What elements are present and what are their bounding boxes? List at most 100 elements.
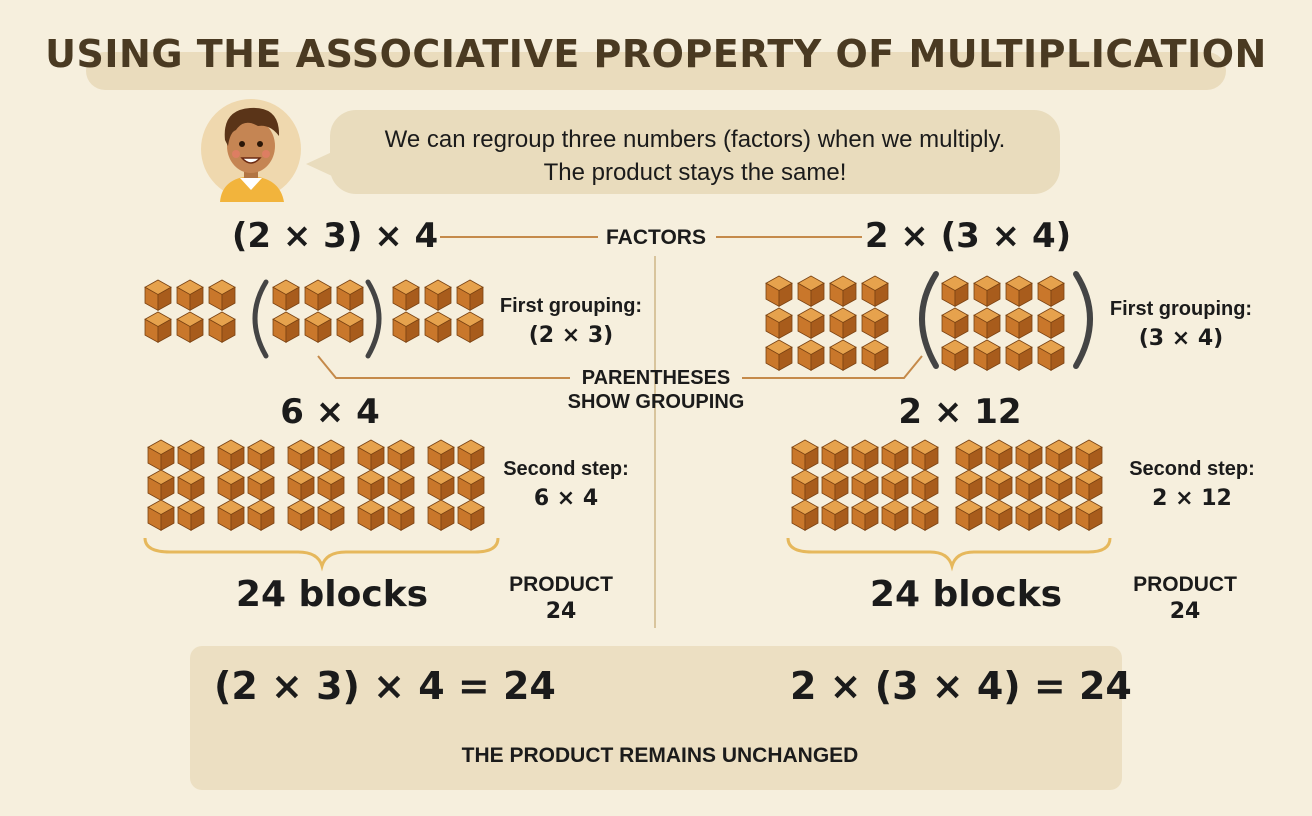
cube-block-icon xyxy=(176,279,204,312)
cube-block-icon xyxy=(217,469,245,502)
cube-block-icon xyxy=(177,439,205,472)
cube-block-icon xyxy=(861,307,889,340)
speech-line-2: The product stays the same! xyxy=(543,159,847,186)
cube-block-icon xyxy=(791,439,819,472)
cube-block-icon xyxy=(427,469,455,502)
speech-bubble-tail xyxy=(306,152,332,176)
cube-block-icon xyxy=(985,439,1013,472)
cube-block-icon xyxy=(357,499,385,532)
cube-block-icon xyxy=(287,469,315,502)
cube-block-icon xyxy=(821,499,849,532)
cube-block-icon xyxy=(1045,499,1073,532)
cube-block-icon xyxy=(829,339,857,372)
cube-block-icon xyxy=(247,439,275,472)
cube-block-icon xyxy=(797,307,825,340)
left-product-label: PRODUCT xyxy=(509,573,613,596)
right-first-grouping: First grouping: (3 × 4) xyxy=(1106,294,1256,354)
parentheses-label-line-2: SHOW GROUPING xyxy=(567,391,745,413)
cube-block-icon xyxy=(1075,439,1103,472)
speech-bubble xyxy=(330,110,1060,194)
right-blocks-label: 24 blocks xyxy=(869,574,1063,615)
cube-block-icon xyxy=(147,499,175,532)
cube-block-icon xyxy=(336,279,364,312)
cube-block-icon xyxy=(208,279,236,312)
left-product: PRODUCT 24 xyxy=(496,571,626,625)
cube-block-icon xyxy=(427,499,455,532)
cube-block-icon xyxy=(147,469,175,502)
left-open-paren xyxy=(252,279,269,359)
cube-block-icon xyxy=(851,439,879,472)
right-first-grouping-value: (3 × 4) xyxy=(1138,326,1224,351)
cube-block-icon xyxy=(217,439,245,472)
cube-block-icon xyxy=(985,469,1013,502)
cube-block-icon xyxy=(1037,339,1065,372)
cube-block-icon xyxy=(765,275,793,308)
right-close-paren xyxy=(1073,271,1093,369)
cube-block-icon xyxy=(1015,499,1043,532)
right-second-step-label: Second step: xyxy=(1129,458,1255,480)
cube-block-icon xyxy=(973,275,1001,308)
cube-block-icon xyxy=(1075,469,1103,502)
cube-block-icon xyxy=(955,469,983,502)
right-equation: 2 × (3 × 4) = 24 xyxy=(790,664,1132,708)
cube-block-icon xyxy=(797,275,825,308)
cube-block-icon xyxy=(456,311,484,344)
left-equation: (2 × 3) × 4 = 24 xyxy=(214,664,556,708)
cube-block-icon xyxy=(392,311,420,344)
cube-block-icon xyxy=(973,307,1001,340)
cube-block-icon xyxy=(317,439,345,472)
left-second-expression: 6 × 4 xyxy=(280,392,380,432)
parentheses-line-right xyxy=(742,355,923,379)
cube-block-icon xyxy=(941,307,969,340)
cube-block-icon xyxy=(387,469,415,502)
cube-block-icon xyxy=(247,469,275,502)
cube-block-icon xyxy=(317,499,345,532)
parentheses-label-line-1: PARENTHESES xyxy=(581,367,731,389)
cube-block-icon xyxy=(765,307,793,340)
left-first-grouping-label: First grouping: xyxy=(499,295,643,317)
title-highlight xyxy=(86,52,1226,90)
cube-block-icon xyxy=(336,311,364,344)
factors-label: FACTORS xyxy=(606,226,706,249)
cube-block-icon xyxy=(357,469,385,502)
cube-block-icon xyxy=(144,311,172,344)
cube-block-icon xyxy=(881,469,909,502)
cube-block-icon xyxy=(427,439,455,472)
cube-block-icon xyxy=(797,339,825,372)
cube-block-icon xyxy=(1037,275,1065,308)
cube-block-icon xyxy=(272,311,300,344)
cube-block-icon xyxy=(985,499,1013,532)
cube-block-icon xyxy=(821,439,849,472)
cube-block-icon xyxy=(1075,499,1103,532)
cube-block-icon xyxy=(304,279,332,312)
left-expression: (2 × 3) × 4 xyxy=(231,216,439,256)
left-first-grouping-value: (2 × 3) xyxy=(528,323,614,348)
cube-block-icon xyxy=(851,499,879,532)
cube-block-icon xyxy=(1015,439,1043,472)
cube-block-icon xyxy=(424,311,452,344)
cube-block-icon xyxy=(955,499,983,532)
page-title: USING THE ASSOCIATIVE PROPERTY OF MULTIP… xyxy=(45,32,1267,76)
cube-block-icon xyxy=(1045,469,1073,502)
cube-block-icon xyxy=(1005,275,1033,308)
speech-text: We can regroup three numbers (factors) w… xyxy=(330,123,1060,189)
boy-avatar-icon xyxy=(201,99,301,202)
cube-block-icon xyxy=(392,279,420,312)
cube-block-icon xyxy=(861,339,889,372)
left-blocks-label: 24 blocks xyxy=(235,574,429,615)
cube-block-icon xyxy=(177,499,205,532)
cube-block-icon xyxy=(911,499,939,532)
cube-block-icon xyxy=(941,339,969,372)
cube-block-icon xyxy=(457,469,485,502)
cube-block-icon xyxy=(217,499,245,532)
cube-block-icon xyxy=(881,439,909,472)
right-product-value: 24 xyxy=(1169,599,1201,624)
right-product: PRODUCT 24 xyxy=(1120,571,1250,625)
cube-block-icon xyxy=(973,339,1001,372)
cube-block-icon xyxy=(387,499,415,532)
cube-block-icon xyxy=(829,307,857,340)
cube-block-icon xyxy=(208,311,236,344)
right-second-step-value: 2 × 12 xyxy=(1152,486,1232,511)
cube-block-icon xyxy=(287,439,315,472)
